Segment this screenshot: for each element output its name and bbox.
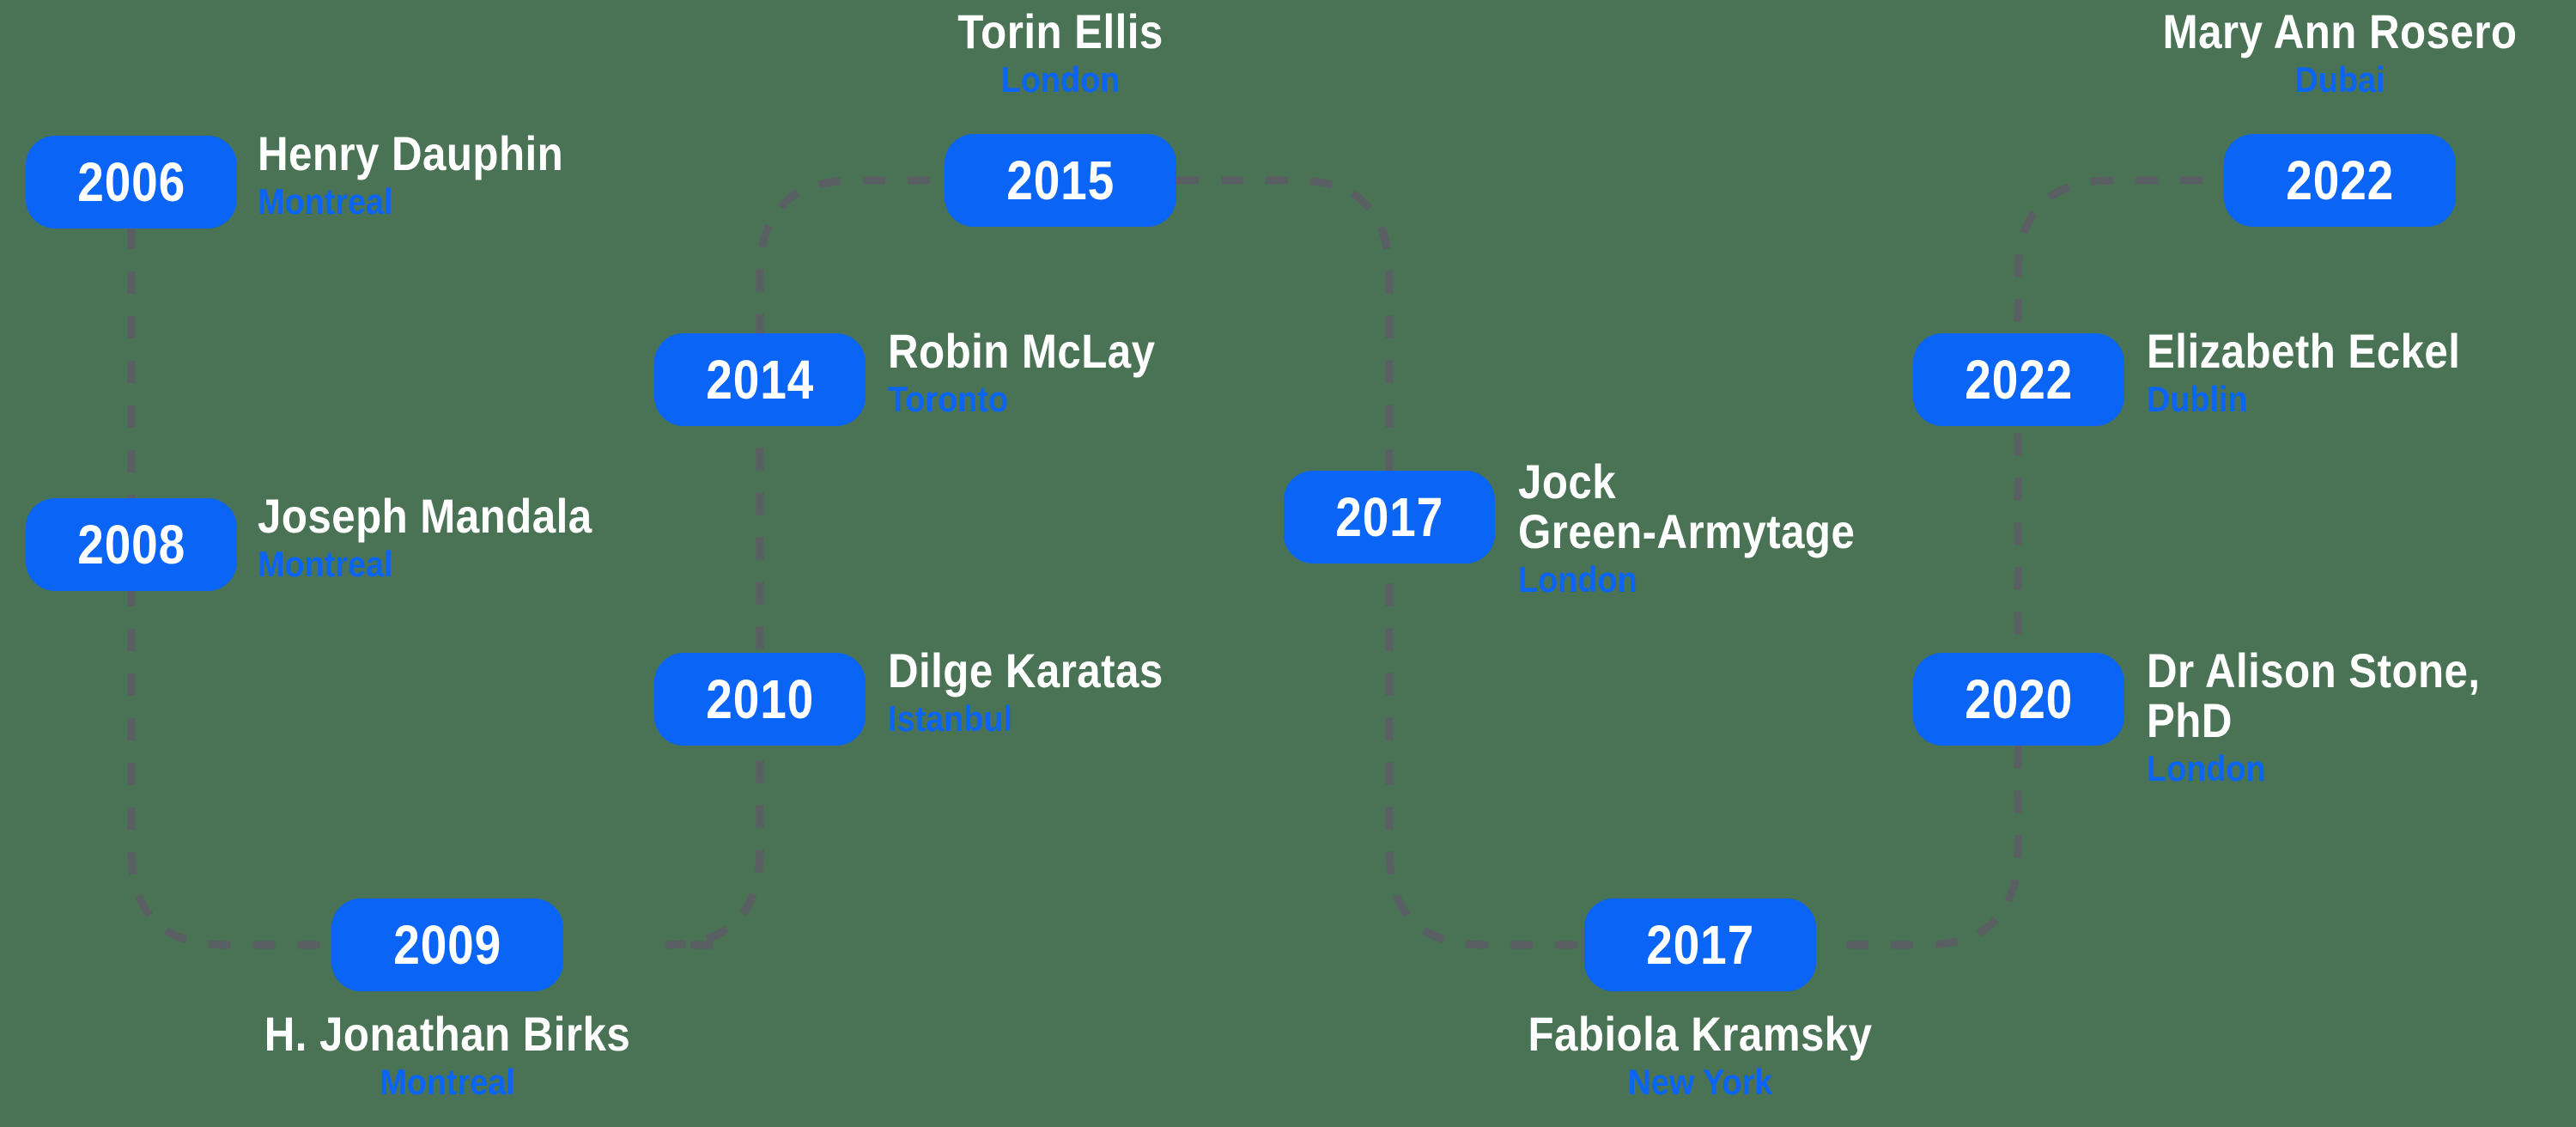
- connector-col2-to-col3: [1176, 176, 1580, 949]
- year-badge-label: 2022: [2286, 149, 2394, 211]
- year-badge-2022-elizabeth[interactable]: 2022: [1913, 333, 2124, 426]
- entry-name: Fabiola Kramsky: [1528, 1007, 1873, 1061]
- entry-label-h-jonathan-birks: H. Jonathan Birks Montreal: [190, 1007, 705, 1103]
- connector-col1: [127, 137, 515, 949]
- entry-label-dr-alison-stone: Dr Alison Stone, PhD London: [2147, 643, 2576, 789]
- entry-label-mary-ann-rosero: Mary Ann Rosero Dubai: [2082, 4, 2576, 101]
- connector-col3-to-col4: [1846, 176, 2224, 949]
- connector-col1-to-col2: [665, 176, 945, 949]
- entry-name: Dr Alison Stone, PhD: [2147, 643, 2481, 748]
- entry-city: Toronto: [888, 379, 1008, 420]
- entry-city: New York: [1627, 1062, 1773, 1103]
- year-badge-2008[interactable]: 2008: [26, 498, 237, 591]
- year-badge-2014[interactable]: 2014: [654, 333, 866, 426]
- entry-name: Joseph Mandala: [258, 489, 592, 543]
- entry-name: Dilge Karatas: [888, 643, 1163, 698]
- year-badge-2015[interactable]: 2015: [945, 134, 1176, 227]
- entry-city: Montreal: [258, 181, 393, 222]
- entry-name: Mary Ann Rosero: [2162, 4, 2518, 58]
- entry-label-dilge-karatas: Dilge Karatas Istanbul: [888, 643, 1200, 740]
- year-badge-2006[interactable]: 2006: [26, 136, 237, 228]
- entry-name: H. Jonathan Birks: [264, 1007, 631, 1061]
- year-badge-label: 2006: [77, 151, 185, 213]
- entry-city: Dubai: [2294, 59, 2385, 101]
- year-badge-label: 2008: [77, 514, 185, 576]
- entry-label-jock-green-armytage: Jock Green-Armytage London: [1518, 454, 1901, 600]
- entry-label-robin-mclay: Robin McLay Toronto: [888, 326, 1192, 419]
- entry-label-torin-ellis: Torin Ellis London: [803, 4, 1318, 101]
- year-badge-label: 2015: [1006, 149, 1115, 211]
- entry-label-joseph-mandala: Joseph Mandala Montreal: [258, 489, 638, 585]
- entry-city: Istanbul: [888, 698, 1012, 740]
- entry-city: London: [1000, 59, 1121, 101]
- year-badge-2017-fabiola[interactable]: 2017: [1584, 899, 1816, 991]
- entry-name: Henry Dauphin: [258, 126, 564, 180]
- entry-city: Montreal: [258, 544, 393, 585]
- year-badge-2009[interactable]: 2009: [331, 899, 563, 991]
- year-badge-label: 2022: [1965, 349, 2073, 411]
- entry-name: Jock Green-Armytage: [1518, 454, 1856, 559]
- entry-city: Dublin: [2147, 379, 2248, 420]
- entry-city: London: [2147, 748, 2266, 789]
- year-badge-2022-mary[interactable]: 2022: [2224, 134, 2456, 227]
- year-badge-label: 2010: [706, 668, 814, 730]
- year-badge-2017-jock[interactable]: 2017: [1284, 471, 1495, 564]
- year-badge-label: 2017: [1335, 486, 1443, 548]
- entry-city: London: [1518, 559, 1637, 600]
- entry-label-fabiola-kramsky: Fabiola Kramsky New York: [1443, 1007, 1958, 1103]
- year-badge-2020[interactable]: 2020: [1913, 653, 2124, 746]
- entry-label-elizabeth-eckel: Elizabeth Eckel Dublin: [2147, 326, 2503, 419]
- year-badge-label: 2020: [1965, 668, 2073, 730]
- year-badge-2010[interactable]: 2010: [654, 653, 866, 746]
- entry-name: Robin McLay: [888, 324, 1156, 378]
- year-badge-label: 2017: [1646, 914, 1754, 976]
- entry-city: Montreal: [380, 1062, 515, 1103]
- entry-label-henry-dauphin: Henry Dauphin Montreal: [258, 126, 605, 222]
- entry-name: Torin Ellis: [957, 4, 1163, 58]
- year-badge-label: 2014: [706, 349, 814, 411]
- year-badge-label: 2009: [393, 914, 501, 976]
- entry-name: Elizabeth Eckel: [2147, 324, 2461, 378]
